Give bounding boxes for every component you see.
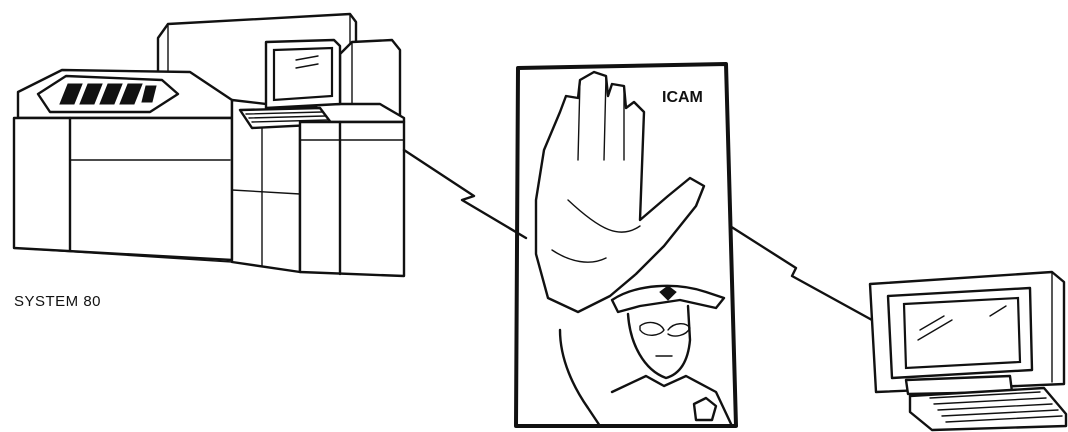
icam-security-panel: ICAM (514, 62, 738, 428)
system-80-label: SYSTEM 80 (14, 293, 101, 310)
monitor-icon (264, 38, 342, 116)
icam-label: ICAM (662, 89, 703, 106)
system-80-workstation (12, 12, 406, 278)
terminal-screen-icon (886, 286, 1034, 380)
keyboard-tray-icon (36, 74, 180, 114)
stop-hand-icon (534, 70, 706, 314)
communication-link-left (402, 148, 528, 240)
communication-link-right (728, 224, 874, 322)
terminal-keyboard-icon (908, 386, 1068, 432)
police-officer-icon (558, 284, 734, 428)
remote-terminal (868, 270, 1068, 432)
